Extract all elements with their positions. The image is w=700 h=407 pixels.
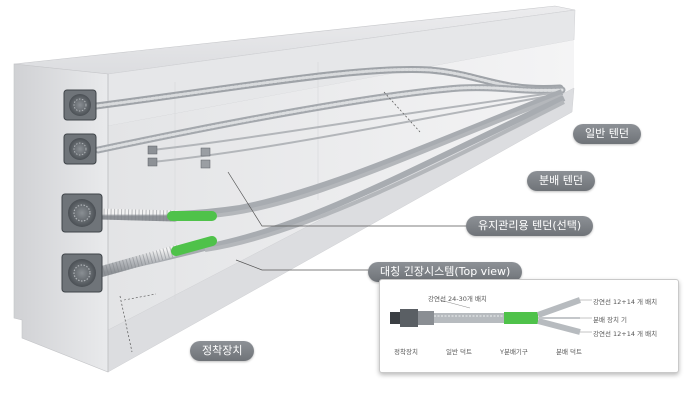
inset-bottom-label-2: 일반 덕트 xyxy=(446,348,472,356)
maintenance-tendon-1 xyxy=(151,91,561,151)
symmetric-system-label: 대칭 긴장시스템(Top view) xyxy=(368,262,523,282)
inset-top-label: 강연선 24-30개 배치 xyxy=(428,295,487,303)
top-view-inset: 강연선 24-30개 배치 강연선 12+14 개 배치 분배 장치 기 강연선… xyxy=(379,279,679,373)
inset-bottom-label-1: 정착장치 xyxy=(394,348,418,356)
distribution-tendon-2b xyxy=(204,100,565,252)
anchorage-3 xyxy=(61,193,103,233)
y-distributor-2 xyxy=(171,236,217,256)
anchorage-2 xyxy=(63,133,97,165)
top-view-drawing xyxy=(390,297,592,335)
leader-anchorage xyxy=(119,295,133,353)
anchorage-1 xyxy=(63,89,97,121)
distribution-tendon-1b xyxy=(209,94,563,218)
inset-right-label-2: 분배 장치 기 xyxy=(593,316,628,324)
maintenance-anchor-1 xyxy=(147,145,158,155)
distribution-tendon-label: 분배 텐던 xyxy=(527,171,595,191)
inset-bottom-label-4: 분배 덕트 xyxy=(556,348,582,356)
maintenance-tendon-2 xyxy=(151,93,561,163)
leader-distribution xyxy=(383,91,421,133)
maintenance-anchor-2 xyxy=(147,157,158,167)
leader-maintenance xyxy=(227,171,468,227)
inset-right-label-1: 강연선 12+14 개 배치 xyxy=(593,298,658,306)
maintenance-tendon-label: 유지관리용 텐던(선택) xyxy=(466,216,594,236)
anchorage-label: 정착장치 xyxy=(190,341,255,361)
anchorage-4 xyxy=(61,253,103,293)
general-tendon-label: 일반 텐던 xyxy=(573,124,641,144)
leader-symmetric xyxy=(235,259,372,271)
inset-bottom-label-3: Y분배기구 xyxy=(500,348,528,356)
inset-right-label-3: 강연선 12+14 개 배치 xyxy=(593,330,658,338)
